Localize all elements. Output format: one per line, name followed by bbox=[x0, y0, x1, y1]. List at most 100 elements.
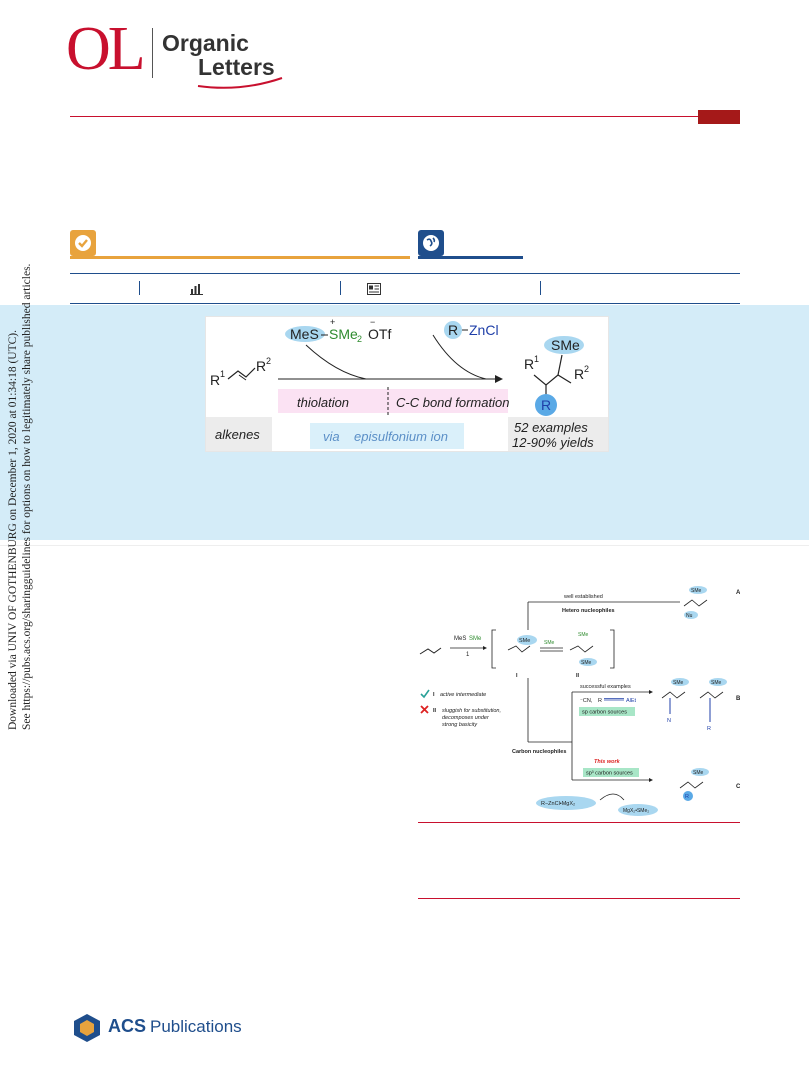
intermediate-ii-label: II bbox=[576, 673, 580, 679]
product-c-r-highlight bbox=[683, 791, 693, 801]
metrics-separator bbox=[340, 281, 341, 295]
examples-count: 52 examples bbox=[514, 420, 588, 435]
scheme-label-a: A bbox=[736, 590, 740, 596]
scheme-label-b: B bbox=[736, 696, 740, 702]
note2-label: II bbox=[433, 708, 437, 714]
header-tab bbox=[698, 110, 740, 124]
open-access-badge[interactable] bbox=[70, 230, 96, 256]
step1-band bbox=[278, 389, 388, 413]
checkmark-badge-icon bbox=[75, 235, 91, 251]
toc-graphic: MeS SMe 2 + OTf − R ZnCl R 1 R 2 SMe R 1… bbox=[205, 316, 609, 452]
journal-logo-letters: OL bbox=[66, 15, 146, 83]
this-work-label: This work bbox=[594, 759, 621, 765]
download-note: Downloaded via UNIV OF GOTHENBURG on Dec… bbox=[6, 264, 36, 730]
article-icon[interactable] bbox=[367, 283, 381, 295]
reagent-mes: MeS bbox=[290, 326, 319, 342]
intermediate-ii-highlight bbox=[579, 658, 597, 666]
step1-label: thiolation bbox=[297, 395, 349, 410]
note1-label: I bbox=[433, 692, 435, 698]
yield-range: 12-90% yields bbox=[512, 435, 594, 450]
globe-badge[interactable] bbox=[418, 230, 444, 256]
substrate-r2-sup: 2 bbox=[266, 356, 271, 366]
scheme-reagent-sme2: SMe bbox=[469, 636, 482, 642]
sp3-carbon-sources: sp³ carbon sources bbox=[586, 771, 633, 777]
substrate-r2: R bbox=[256, 358, 266, 374]
reagent-plus: + bbox=[330, 317, 335, 327]
intermediate-ii-sme: SMe bbox=[581, 660, 592, 666]
logo-divider bbox=[152, 28, 153, 78]
scheme-reagent-number: 1 bbox=[466, 652, 470, 658]
globe-icon bbox=[423, 235, 439, 251]
zinc-reagent: R−ZnCl•MgX₂ bbox=[541, 801, 575, 807]
product-b1-sme: SMe bbox=[673, 680, 684, 686]
curved-arrow bbox=[599, 793, 625, 801]
substrate-r1-sup: 1 bbox=[220, 369, 225, 379]
product-c-highlight bbox=[691, 768, 709, 776]
results-band bbox=[508, 417, 608, 451]
download-note-line1: Downloaded via UNIV OF GOTHENBURG on Dec… bbox=[7, 330, 19, 730]
scheme-svg: MeS SMe 1 SMe I SMe SMe SMe II well esta… bbox=[419, 586, 741, 816]
acs-word: ACS bbox=[108, 1016, 147, 1036]
journal-name-line1: Organic bbox=[162, 30, 249, 56]
intermediate-skeleton bbox=[507, 645, 531, 653]
metrics-top-rule bbox=[70, 273, 740, 274]
product-a-highlight bbox=[689, 586, 707, 594]
byproduct-highlight bbox=[618, 804, 658, 816]
product-r-highlight bbox=[535, 394, 557, 416]
r-group-highlight bbox=[444, 321, 462, 339]
acs-hexagon-icon bbox=[74, 1014, 100, 1042]
publications-word: Publications bbox=[150, 1017, 242, 1036]
product-b2-skeleton bbox=[699, 691, 724, 699]
product-a-nu-highlight bbox=[684, 611, 698, 619]
alkene-skeleton bbox=[227, 367, 256, 380]
substrate-label: alkenes bbox=[215, 427, 260, 442]
toc-panel-divider bbox=[0, 545, 809, 546]
well-established-label: well established bbox=[563, 594, 603, 600]
toc-scheme: MeS SMe 2 + OTf − R ZnCl R 1 R 2 SMe R 1… bbox=[206, 317, 608, 451]
scheme-label-c: C bbox=[736, 784, 740, 790]
product-sme-highlight bbox=[544, 336, 584, 354]
via-word: via bbox=[323, 429, 340, 444]
reagent-r: R bbox=[448, 322, 458, 338]
nitrile-n: N bbox=[667, 718, 671, 724]
product-c-r: R bbox=[685, 794, 689, 800]
episulfonium-highlight bbox=[517, 635, 537, 645]
product-b2-highlight bbox=[709, 678, 727, 686]
sp3-carbon-band bbox=[583, 768, 639, 777]
open-access-bar bbox=[70, 256, 410, 259]
substrate-r1: R bbox=[210, 372, 220, 388]
alkene-skeleton bbox=[419, 647, 442, 655]
sp-reagent-cn: ⁻CN, bbox=[580, 698, 593, 704]
bar-chart-icon[interactable] bbox=[190, 283, 204, 295]
intermediate-i-label: I bbox=[516, 673, 518, 679]
intermediate-label: episulfonium ion bbox=[354, 429, 448, 444]
alkyne-r: R bbox=[707, 726, 711, 732]
figure-rule-top bbox=[418, 822, 740, 823]
byproduct: MgX₂•SMe₂ bbox=[623, 808, 649, 814]
substrate-label-band bbox=[206, 417, 272, 451]
sp-reagent-r: R bbox=[598, 698, 602, 704]
journal-name-line2: Letters bbox=[198, 54, 275, 80]
logo-swoosh bbox=[197, 77, 283, 89]
product-sme: SMe bbox=[551, 337, 580, 353]
reagent-sulfonium: SMe bbox=[329, 326, 358, 342]
step2-label: C-C bond formation bbox=[396, 395, 509, 410]
sp-carbon-band bbox=[579, 707, 635, 716]
product-r: R bbox=[541, 397, 551, 413]
hetero-nucleophiles-label: Hetero nucleophiles bbox=[562, 608, 615, 614]
equilibrium-sme2: SMe bbox=[544, 640, 555, 646]
curved-arrow bbox=[432, 334, 487, 380]
metrics-bottom-rule bbox=[70, 303, 740, 304]
reaction-arrowhead bbox=[495, 375, 503, 383]
acs-publications-logo[interactable]: ACS Publications bbox=[70, 1012, 242, 1042]
reagent-zncl: ZnCl bbox=[469, 322, 499, 338]
curved-arrow bbox=[305, 344, 367, 380]
note2-text-3: strong basicity bbox=[442, 722, 478, 728]
note2-text-1: sluggish for substitution, bbox=[442, 708, 501, 714]
successful-examples-label: successful examples bbox=[580, 684, 631, 690]
product-r2: R bbox=[574, 366, 584, 382]
product-a-sme: SMe bbox=[691, 588, 702, 594]
product-c-skeleton bbox=[679, 781, 704, 789]
product-skeleton bbox=[533, 374, 572, 386]
sp-reagent-al: AlEt bbox=[626, 698, 637, 704]
